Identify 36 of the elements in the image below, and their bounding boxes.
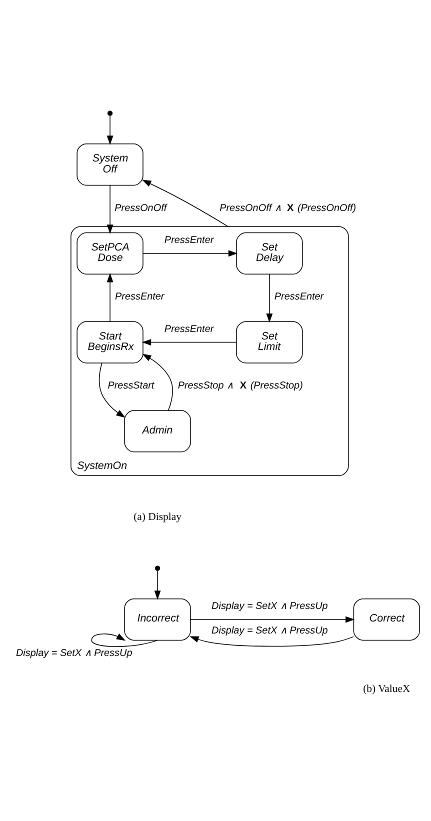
arrow	[266, 274, 273, 323]
arrow	[106, 184, 114, 234]
edge-label: PressEnter	[115, 292, 164, 303]
node-box: System Off	[76, 143, 144, 186]
node-circle	[154, 566, 160, 571]
arrow	[106, 115, 114, 145]
edge-label: PressEnter	[164, 324, 214, 335]
label: (a) Display	[134, 510, 182, 523]
arrow	[98, 362, 126, 418]
arrow	[142, 354, 173, 411]
edge-label: Display = SetX ∧ PressUp	[16, 648, 132, 660]
arrow	[154, 570, 161, 600]
arrow	[91, 634, 158, 647]
arrow	[190, 636, 354, 647]
edge-label: PressOnOff	[114, 202, 167, 214]
edge-label: Display = SetX ∧ PressUp	[212, 626, 328, 637]
arrow	[142, 339, 237, 346]
arrow	[106, 273, 114, 322]
arrow	[142, 180, 228, 227]
node-box: Admin	[124, 410, 191, 452]
node-box: Start BeginsRx	[76, 321, 144, 364]
node-box: Set Limit	[236, 321, 303, 364]
label: (b) ValueX	[363, 683, 410, 696]
edge-label: Display = SetX ∧ PressUp	[212, 601, 328, 612]
edge-label: PressStop ∧ X (PressStop)	[178, 380, 303, 392]
edge-label: PressEnter	[274, 292, 324, 303]
edge-label: PressStart	[108, 380, 154, 392]
node-box: SetPCA Dose	[76, 232, 144, 274]
arrow	[190, 616, 355, 623]
node-box: Correct	[353, 598, 420, 641]
edge-label: PressOnOff ∧ X (PressOnOff)	[220, 202, 356, 214]
node-box: Incorrect	[124, 598, 191, 641]
arrow	[142, 250, 238, 257]
node-circle	[107, 110, 113, 116]
edge-label: PressEnter	[164, 234, 214, 246]
node-box: Set Delay	[236, 232, 303, 274]
